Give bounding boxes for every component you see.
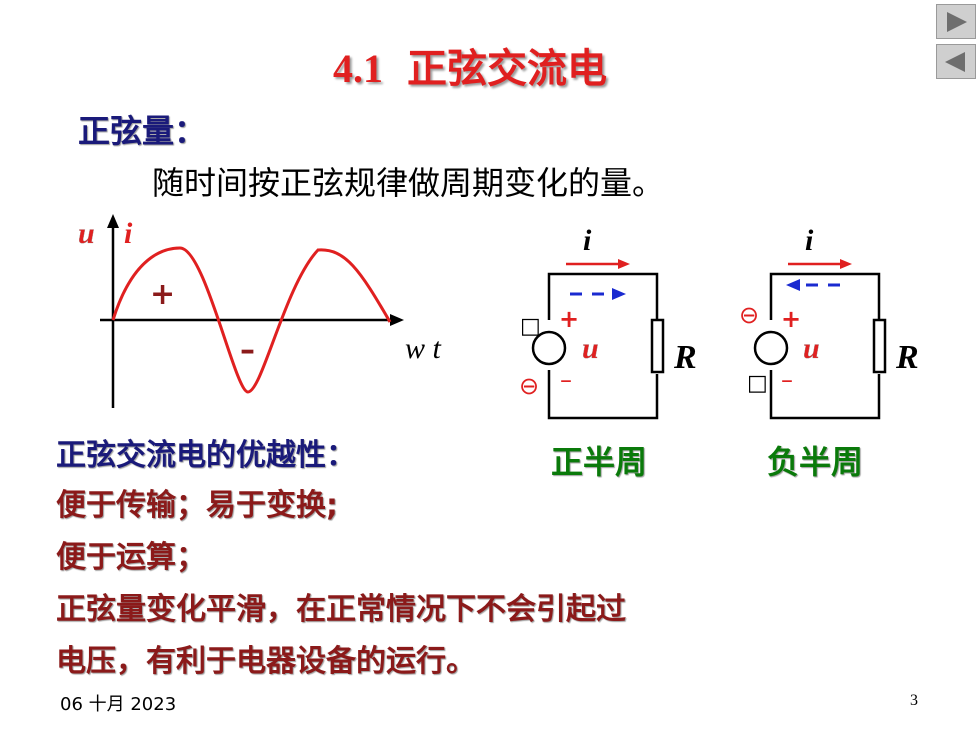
current-label: i <box>583 224 592 257</box>
current-arrow-head <box>840 259 852 269</box>
page-number: 3 <box>910 692 918 709</box>
plus-sign: + <box>559 305 579 333</box>
circuit-wire-bottom <box>769 370 881 420</box>
slide-title: 4.1 正弦交流电 <box>0 36 940 94</box>
voltage-direction-arrow <box>786 279 800 291</box>
voltage-source <box>531 330 567 366</box>
voltage-label: u <box>582 332 599 365</box>
previous-slide-button[interactable] <box>936 44 976 79</box>
negative-half-sign: – <box>240 333 255 368</box>
minus-sign: – <box>781 366 793 394</box>
negative-half-circuit: i ⊖ + u □ – R <box>739 224 919 420</box>
plus-sign: + <box>781 305 801 333</box>
missing-glyph: □ <box>747 371 768 396</box>
sine-waveform-graph: u i w t + – <box>78 214 442 408</box>
resistor-label: R <box>895 339 919 376</box>
play-left-icon <box>945 51 965 72</box>
next-slide-button[interactable] <box>936 4 976 39</box>
y-axis-arrow <box>107 214 119 228</box>
circuit-wire <box>547 272 659 320</box>
positive-half-caption: 正半周 <box>551 443 648 481</box>
positive-half-circuit: i □ + u ⊖ – R <box>519 224 697 420</box>
minus-sign: – <box>560 366 572 394</box>
advantage-line: 电压，有利于电器设备的运行。 <box>56 644 476 679</box>
y-label-i: i <box>124 217 133 250</box>
y-label-u: u <box>78 217 95 250</box>
circuit-wire <box>769 272 881 320</box>
current-label: i <box>805 224 814 257</box>
voltage-direction-arrow <box>612 288 626 300</box>
play-right-icon <box>947 11 967 32</box>
advantage-line: 便于传输；易于变换; <box>56 488 338 523</box>
resistor <box>872 318 887 374</box>
positive-half-sign: + <box>150 277 175 312</box>
definition-text: 随时间按正弦规律做周期变化的量。 <box>152 164 665 202</box>
missing-glyph: □ <box>520 314 541 339</box>
negative-half-caption: 负半周 <box>767 443 864 481</box>
resistor <box>650 318 665 374</box>
diagram-area: u i w t + – i □ + u ⊖ – R i ⊖ + <box>78 214 919 420</box>
resistor-label: R <box>673 339 697 376</box>
x-label-wt: w t <box>405 332 442 365</box>
advantages-heading: 正弦交流电的优越性： <box>56 438 356 473</box>
advantage-line: 便于运算； <box>56 540 206 575</box>
sine-curve <box>111 246 392 394</box>
advantage-line: 正弦量变化平滑，在正常情况下不会引起过 <box>56 592 626 627</box>
voltage-label: u <box>803 332 820 365</box>
current-arrow-head <box>618 259 630 269</box>
minus-circle: ⊖ <box>519 372 539 400</box>
footer-date: 06 十月 2023 <box>60 694 177 715</box>
title-number: 4.1 <box>333 46 384 91</box>
voltage-source <box>753 330 789 366</box>
x-axis-arrow <box>390 314 404 326</box>
title-text: 正弦交流电 <box>406 46 607 92</box>
circuit-wire-bottom <box>547 370 659 420</box>
section-label: 正弦量： <box>78 112 207 150</box>
minus-circle: ⊖ <box>739 301 759 329</box>
